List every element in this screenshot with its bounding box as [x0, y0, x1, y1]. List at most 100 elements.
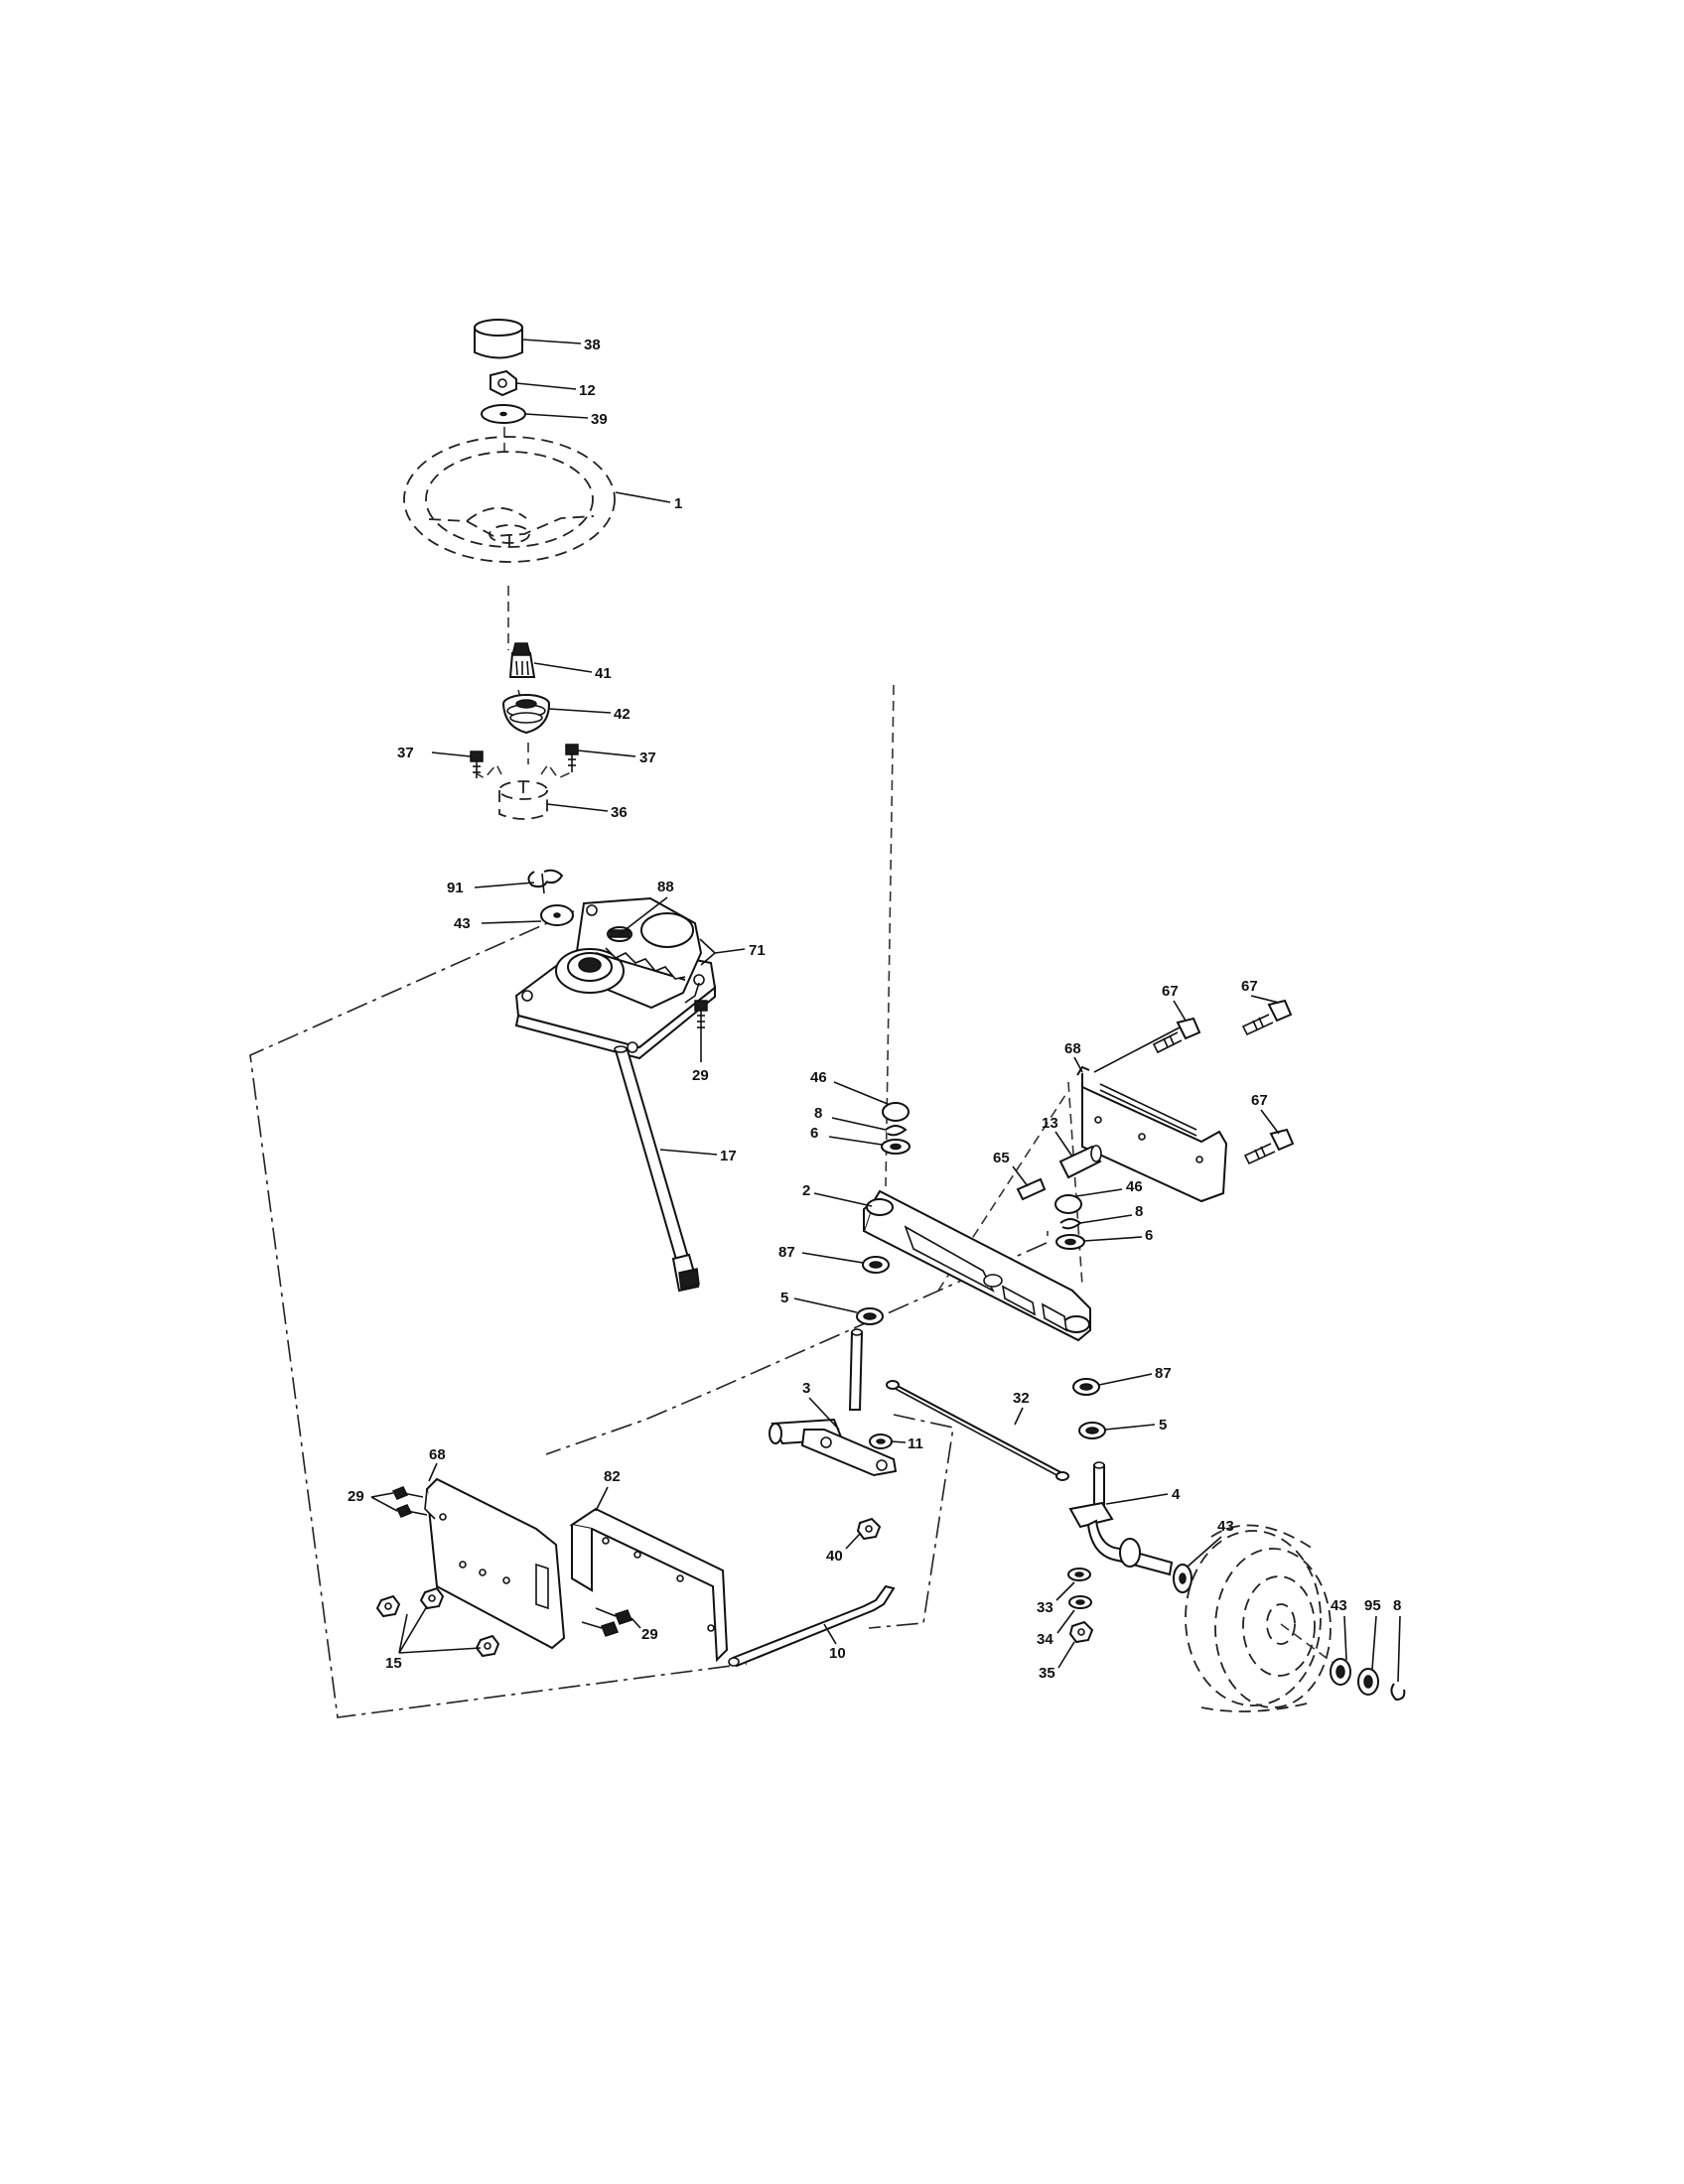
callout-88: 88	[657, 879, 674, 895]
nut-35	[1068, 1620, 1094, 1644]
bushing-87-left	[862, 1256, 890, 1274]
ring-8-wheel	[1390, 1683, 1406, 1702]
washer-34	[1068, 1595, 1092, 1609]
callout-87-left: 87	[778, 1244, 795, 1261]
callout-37-left: 37	[397, 745, 414, 761]
adapter-41	[508, 642, 536, 678]
callout-39: 39	[591, 411, 608, 428]
bushing-11	[869, 1433, 893, 1449]
callout-12: 12	[579, 382, 596, 399]
callout-labels: 38 12 39 1 41 42 37 37 36 91 88 43 71 29…	[348, 337, 1401, 1682]
spindle-right-4	[1068, 1461, 1174, 1576]
callout-46-right: 46	[1126, 1178, 1143, 1195]
bracket-82	[569, 1507, 729, 1663]
callout-68-upper: 68	[1064, 1040, 1081, 1057]
washer-95	[1357, 1668, 1379, 1696]
callout-3: 3	[802, 1380, 810, 1397]
callout-15: 15	[385, 1655, 402, 1672]
washer-6-left	[881, 1139, 911, 1155]
washer-6-right	[1055, 1234, 1085, 1250]
callout-29-bracket-right: 29	[641, 1626, 658, 1643]
callout-67-a: 67	[1162, 983, 1179, 1000]
front-wheel	[1185, 1524, 1351, 1712]
callout-5-left: 5	[780, 1290, 788, 1306]
callout-10: 10	[829, 1645, 846, 1662]
linkage-rod-10	[728, 1584, 896, 1668]
callout-91: 91	[447, 880, 464, 896]
spacer-88	[607, 926, 632, 942]
callout-95: 95	[1364, 1597, 1381, 1614]
callout-67-b: 67	[1241, 978, 1258, 995]
callout-29-housing: 29	[692, 1067, 709, 1084]
nut-15-c	[475, 1634, 500, 1658]
screw-37-right	[565, 744, 579, 772]
callout-43-wheel: 43	[1331, 1597, 1347, 1614]
callout-33: 33	[1037, 1599, 1053, 1616]
washer-43-wheel	[1330, 1658, 1351, 1686]
steering-wheel-1	[403, 436, 616, 563]
callout-67-c: 67	[1251, 1092, 1268, 1109]
callout-13: 13	[1042, 1115, 1058, 1132]
screw-29-housing	[694, 1000, 708, 1032]
bushing-36	[474, 762, 572, 820]
callout-32: 32	[1013, 1390, 1030, 1407]
callout-40: 40	[826, 1548, 843, 1565]
bolt-67-c	[1243, 1128, 1295, 1165]
screw-29-bracket-right	[581, 1607, 632, 1637]
callout-37-right: 37	[639, 750, 656, 766]
bracket-68-lower	[424, 1477, 566, 1650]
washer-5-left	[856, 1307, 884, 1325]
bolt-67-b	[1241, 999, 1293, 1036]
callout-2: 2	[802, 1182, 810, 1199]
callout-38: 38	[584, 337, 601, 353]
washer-5-right	[1078, 1422, 1106, 1439]
callout-35: 35	[1039, 1665, 1055, 1682]
washer-43-spindle	[1173, 1564, 1193, 1593]
callout-5-right: 5	[1159, 1417, 1167, 1433]
nut-12	[490, 369, 517, 397]
bolt-67-a	[1152, 1017, 1201, 1054]
callout-29-bracket-left: 29	[348, 1488, 364, 1505]
callout-1: 1	[674, 495, 682, 512]
callout-42: 42	[614, 706, 631, 723]
callout-8-right: 8	[1135, 1203, 1143, 1220]
callout-6-right: 6	[1145, 1227, 1153, 1244]
washer-33	[1067, 1568, 1091, 1581]
steering-gear-housing-71	[514, 896, 717, 1060]
washer-39	[481, 404, 526, 424]
callout-43-spindle: 43	[1217, 1518, 1234, 1535]
callout-46-left: 46	[810, 1069, 827, 1086]
callout-8-wheel: 8	[1393, 1597, 1401, 1614]
cap-46-left	[882, 1102, 910, 1122]
callout-4: 4	[1172, 1486, 1181, 1503]
callout-65: 65	[993, 1150, 1010, 1166]
washer-43-upper	[540, 904, 574, 926]
callout-36: 36	[611, 804, 628, 821]
cap-46-right	[1054, 1194, 1082, 1214]
ring-8-left	[885, 1125, 908, 1137]
callout-82: 82	[604, 1468, 621, 1485]
callout-11: 11	[908, 1435, 923, 1452]
bellows-42	[502, 694, 550, 735]
callout-34: 34	[1037, 1631, 1053, 1648]
callout-68-lower: 68	[429, 1446, 446, 1463]
callout-71: 71	[749, 942, 766, 959]
nut-15-a	[375, 1594, 401, 1618]
callout-6-left: 6	[810, 1125, 818, 1142]
bushing-87-right	[1072, 1378, 1100, 1396]
spacer-13	[1058, 1145, 1102, 1179]
steering-shaft-17	[614, 1045, 700, 1293]
callout-8-left: 8	[814, 1105, 822, 1122]
callout-17: 17	[720, 1148, 737, 1164]
callout-87-right: 87	[1155, 1365, 1172, 1382]
steering-cap-38	[474, 319, 523, 359]
bracket-68-upper	[1076, 1065, 1228, 1203]
nut-40	[856, 1517, 882, 1541]
ring-8-right	[1059, 1218, 1082, 1230]
pin-65	[1016, 1177, 1047, 1201]
nut-15-b	[419, 1586, 445, 1610]
drag-link-32	[886, 1380, 1069, 1481]
front-axle-2	[862, 1189, 1091, 1342]
callout-41: 41	[595, 665, 612, 682]
